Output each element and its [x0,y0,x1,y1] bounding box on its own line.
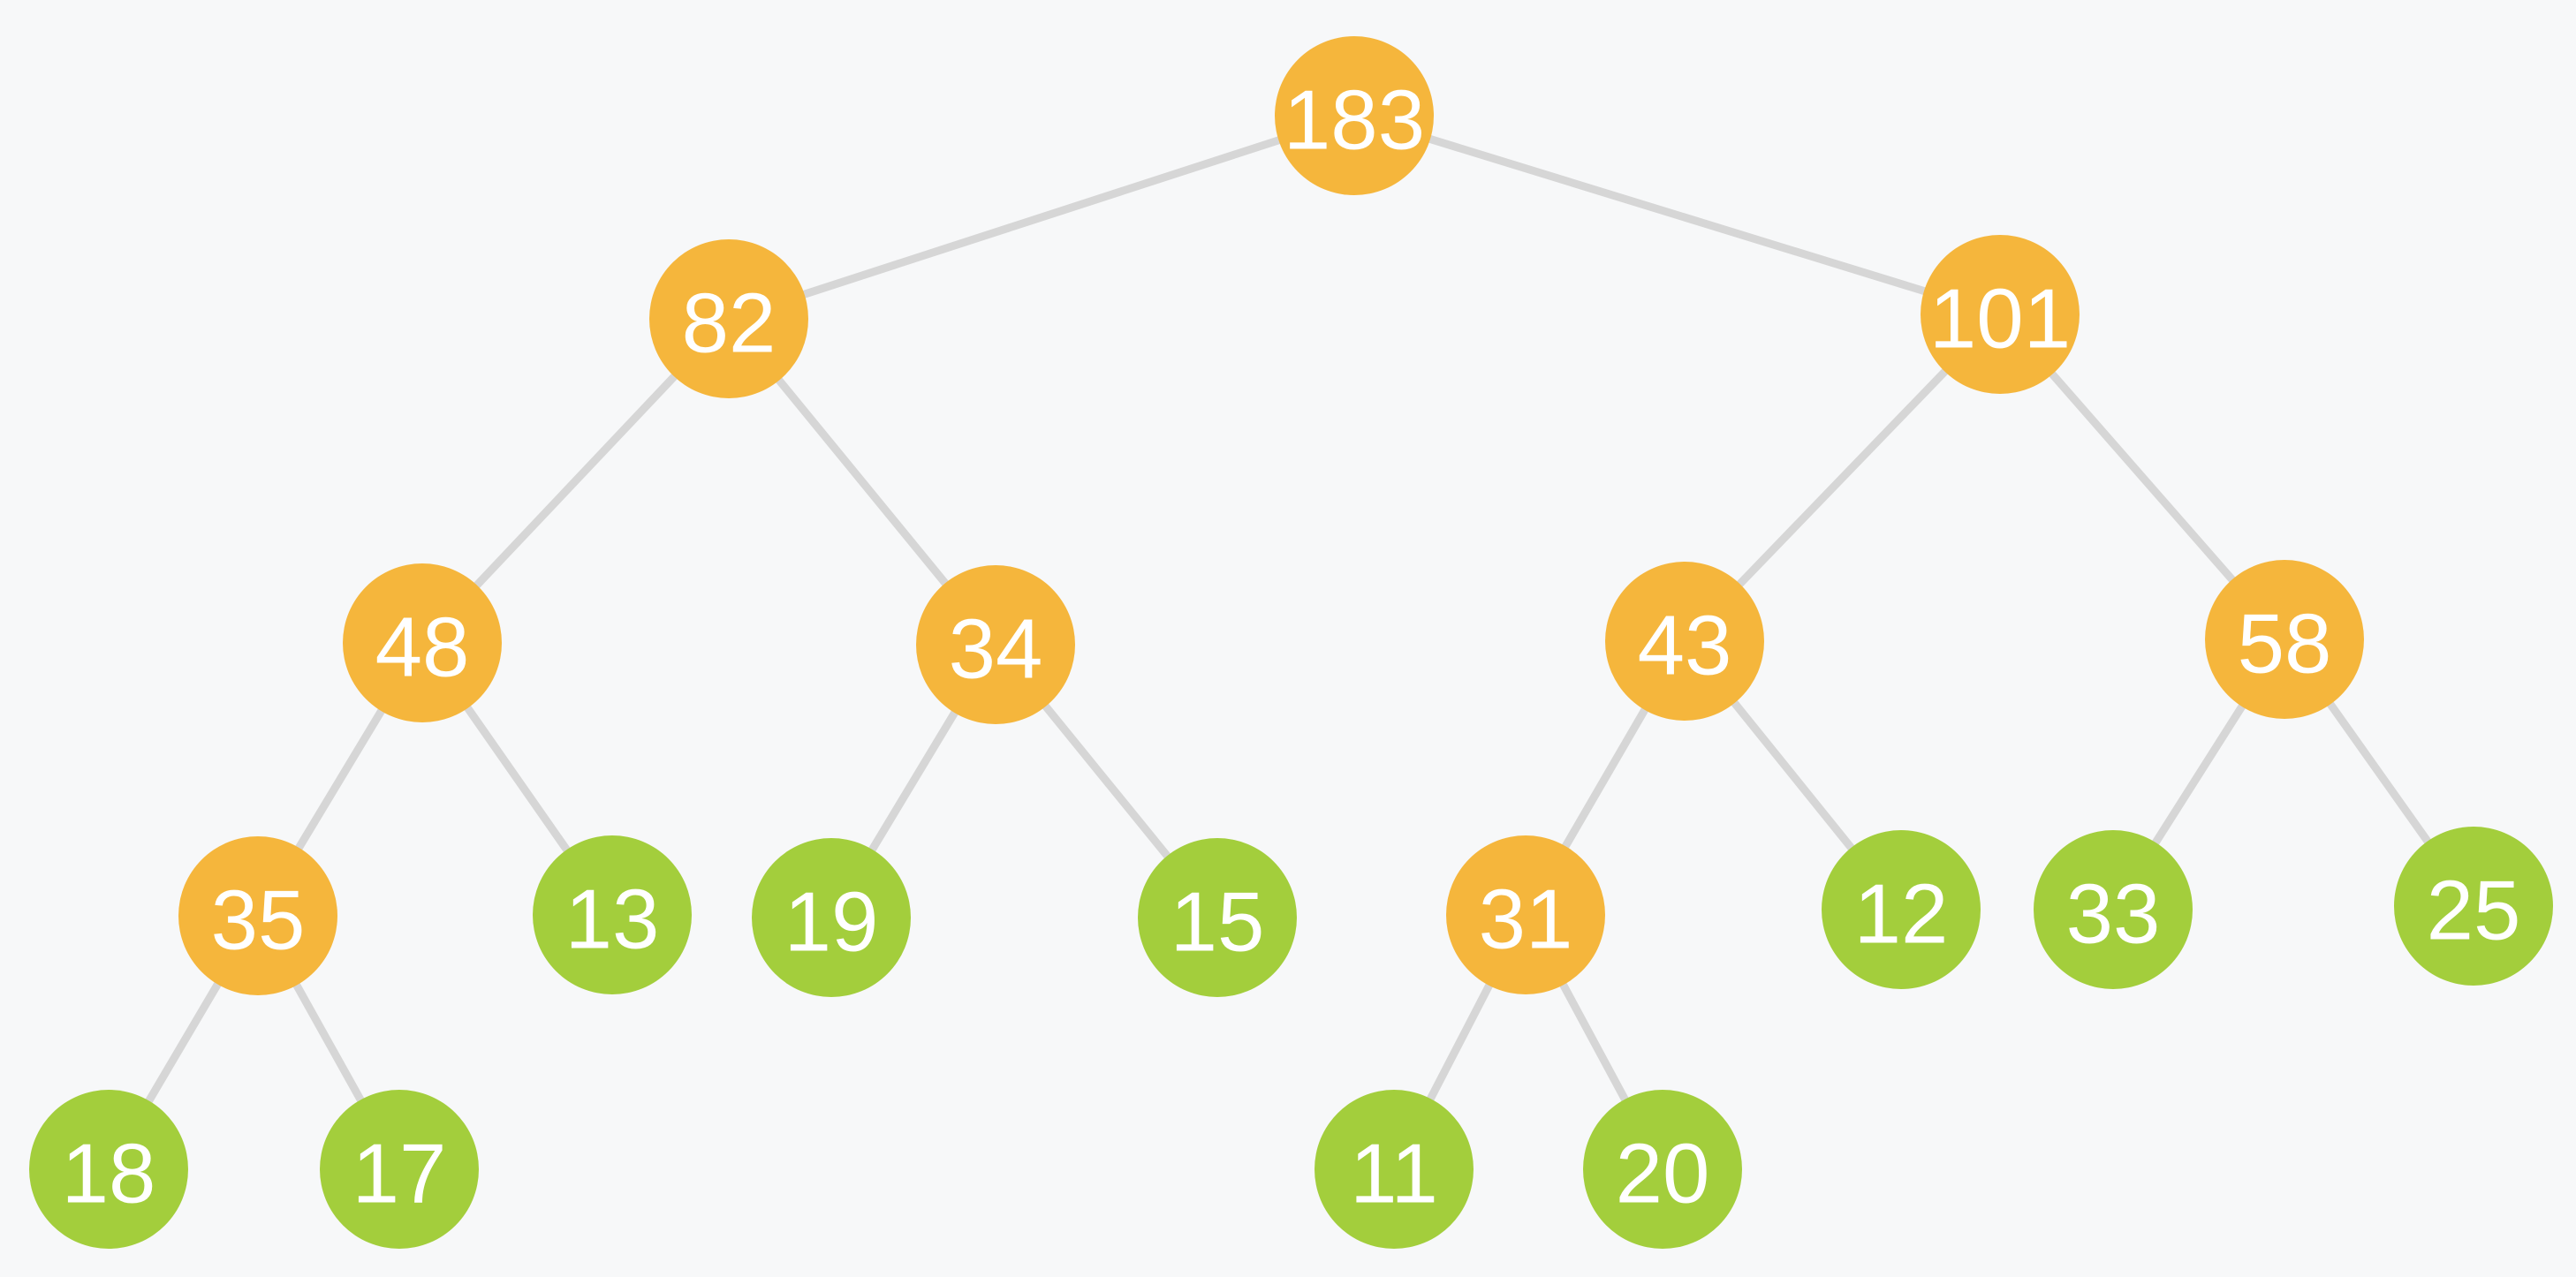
tree-node-circle-31 [1446,835,1605,994]
tree-node-label: 82 [682,276,777,370]
tree-node-12: 12 [1822,830,1981,989]
tree-node-circle-48 [343,563,502,722]
tree-node-label: 35 [211,873,306,967]
tree-node-25: 25 [2394,827,2553,986]
tree-node-label: 183 [1284,72,1425,167]
tree-edge-183-101 [1352,111,2002,319]
tree-node-circle-43 [1605,562,1764,721]
tree-node-58: 58 [2205,560,2364,719]
tree-node-43: 43 [1605,562,1764,721]
tree-node-label: 58 [2238,596,2332,691]
tree-node-label: 33 [2066,866,2161,961]
tree-node-circle-18 [29,1090,188,1249]
tree-node-label: 13 [565,872,660,966]
tree-node-circle-11 [1315,1090,1474,1249]
tree-node-circle-183 [1275,36,1434,195]
tree-node-circle-58 [2205,560,2364,719]
tree-node-circle-17 [320,1090,479,1249]
tree-node-label: 17 [352,1126,447,1220]
tree-node-label: 20 [1616,1126,1710,1220]
tree-node-circle-33 [2034,830,2193,989]
tree-node-101: 101 [1921,235,2080,394]
tree-node-circle-25 [2394,827,2553,986]
tree-node-82: 82 [649,239,808,398]
tree-node-circle-12 [1822,830,1981,989]
tree-node-label: 48 [375,600,470,694]
tree-node-33: 33 [2034,830,2193,989]
tree-node-label: 101 [1929,271,2071,366]
tree-node-label: 12 [1854,866,1949,961]
tree-node-circle-13 [533,835,692,994]
tree-node-13: 13 [533,835,692,994]
tree-node-11: 11 [1315,1090,1474,1249]
tree-node-circle-35 [178,836,337,995]
tree-node-18: 18 [29,1090,188,1249]
tree-node-34: 34 [916,565,1075,724]
tree-node-label: 18 [62,1126,156,1220]
tree-node-19: 19 [752,838,911,997]
tree-node-circle-82 [649,239,808,398]
tree-node-label: 19 [784,874,879,969]
tree-node-label: 25 [2427,863,2521,957]
tree-node-15: 15 [1138,838,1297,997]
tree-node-20: 20 [1583,1090,1742,1249]
tree-edge-183-82 [727,111,1356,323]
tree-node-17: 17 [320,1090,479,1249]
tree-node-label: 34 [949,601,1043,696]
tree-node-label: 11 [1350,1126,1438,1220]
tree-node-circle-34 [916,565,1075,724]
tree-node-label: 43 [1638,598,1732,692]
tree-node-35: 35 [178,836,337,995]
tree-node-label: 15 [1171,874,1265,969]
tree-node-circle-19 [752,838,911,997]
tree-node-circle-15 [1138,838,1297,997]
tree-node-circle-20 [1583,1090,1742,1249]
tree-node-label: 31 [1479,872,1573,966]
tree-node-circle-101 [1921,235,2080,394]
tree-nodes-layer: 183 82 101 48 34 43 58 35 13 19 15 31 12 33 25 18 17 11 20 [29,36,2553,1249]
tree-node-48: 48 [343,563,502,722]
tree-node-183: 183 [1275,36,1434,195]
tree-node-31: 31 [1446,835,1605,994]
